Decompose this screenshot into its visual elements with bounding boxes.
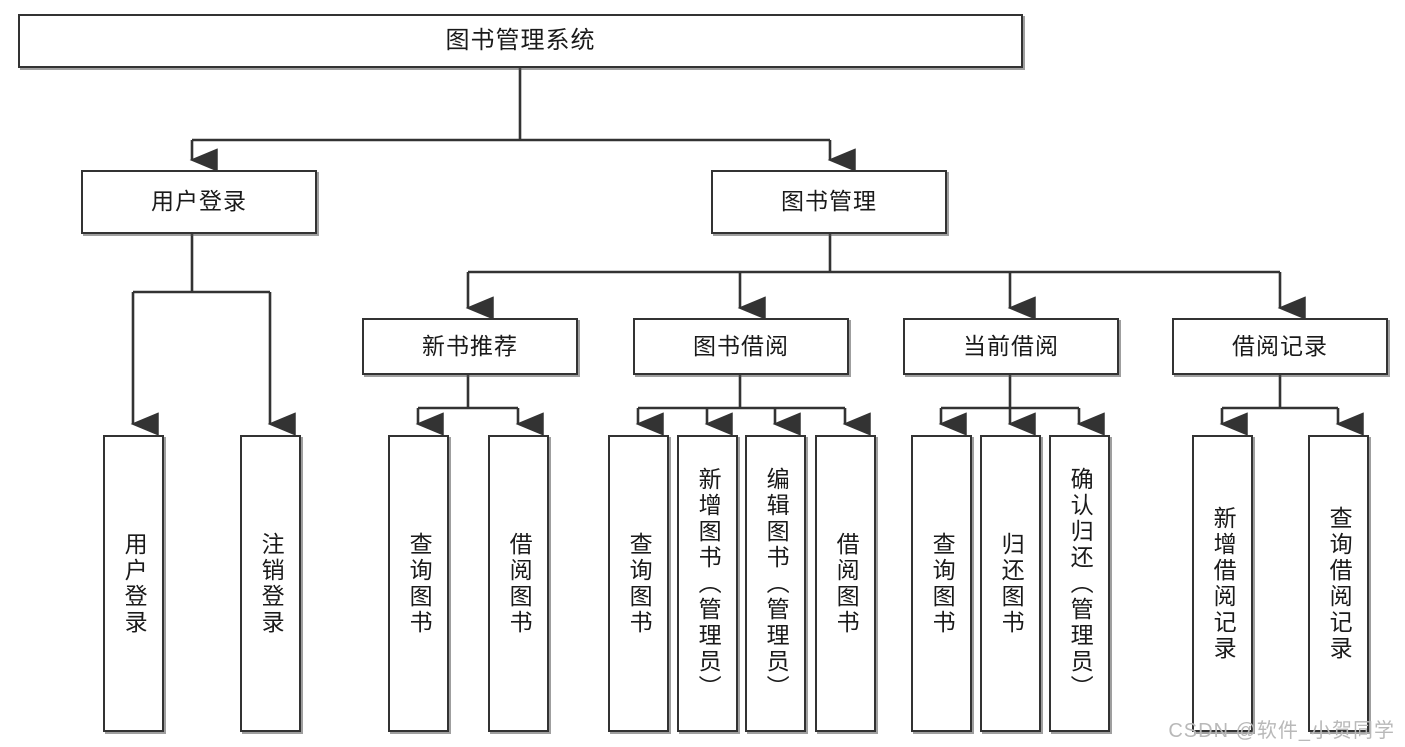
node-borrow-record[interactable]: 借阅记录 bbox=[1172, 318, 1388, 375]
leaf-confirm-return-admin[interactable]: 确认归还（管理员） bbox=[1049, 435, 1110, 732]
node-current-borrow[interactable]: 当前借阅 bbox=[903, 318, 1119, 375]
node-label: 注销登录 bbox=[258, 531, 285, 636]
node-label: 用户登录 bbox=[121, 531, 148, 636]
node-new-book-recommend[interactable]: 新书推荐 bbox=[362, 318, 578, 375]
leaf-query-borrow-record[interactable]: 查询借阅记录 bbox=[1308, 435, 1369, 732]
leaf-query-book-borrow[interactable]: 查询图书 bbox=[608, 435, 669, 732]
node-label: 当前借阅 bbox=[963, 332, 1059, 359]
leaf-edit-book-admin[interactable]: 编辑图书（管理员） bbox=[745, 435, 806, 732]
node-root-system[interactable]: 图书管理系统 bbox=[18, 14, 1023, 68]
node-book-management[interactable]: 图书管理 bbox=[711, 170, 947, 234]
node-label: 用户登录 bbox=[151, 188, 247, 215]
node-label: 查询借阅记录 bbox=[1326, 505, 1353, 662]
node-label: 确认归还（管理员） bbox=[1067, 466, 1094, 701]
node-book-borrow[interactable]: 图书借阅 bbox=[633, 318, 849, 375]
node-label: 借阅记录 bbox=[1232, 332, 1328, 359]
node-label: 查询图书 bbox=[406, 531, 433, 636]
node-label: 新增借阅记录 bbox=[1210, 505, 1237, 662]
node-label: 查询图书 bbox=[929, 531, 956, 636]
watermark-text: CSDN @软件_小贺同学 bbox=[1168, 720, 1395, 742]
node-label: 编辑图书（管理员） bbox=[763, 466, 790, 701]
node-label: 图书管理 bbox=[781, 188, 877, 215]
node-label: 查询图书 bbox=[626, 531, 653, 636]
leaf-user-login[interactable]: 用户登录 bbox=[103, 435, 164, 732]
node-label: 借阅图书 bbox=[833, 531, 860, 636]
leaf-borrow-book-new[interactable]: 借阅图书 bbox=[488, 435, 549, 732]
leaf-query-book-new[interactable]: 查询图书 bbox=[388, 435, 449, 732]
leaf-add-borrow-record[interactable]: 新增借阅记录 bbox=[1192, 435, 1253, 732]
leaf-user-logout[interactable]: 注销登录 bbox=[240, 435, 301, 732]
node-label: 图书管理系统 bbox=[445, 26, 596, 54]
node-label: 新书推荐 bbox=[422, 332, 518, 359]
node-label: 图书借阅 bbox=[693, 332, 789, 359]
node-label: 借阅图书 bbox=[506, 531, 533, 636]
node-user-login[interactable]: 用户登录 bbox=[81, 170, 317, 234]
leaf-return-book[interactable]: 归还图书 bbox=[980, 435, 1041, 732]
leaf-add-book-admin[interactable]: 新增图书（管理员） bbox=[677, 435, 738, 732]
leaf-query-book-current[interactable]: 查询图书 bbox=[911, 435, 972, 732]
leaf-borrow-book[interactable]: 借阅图书 bbox=[815, 435, 876, 732]
node-label: 归还图书 bbox=[998, 531, 1025, 636]
node-label: 新增图书（管理员） bbox=[695, 466, 722, 701]
